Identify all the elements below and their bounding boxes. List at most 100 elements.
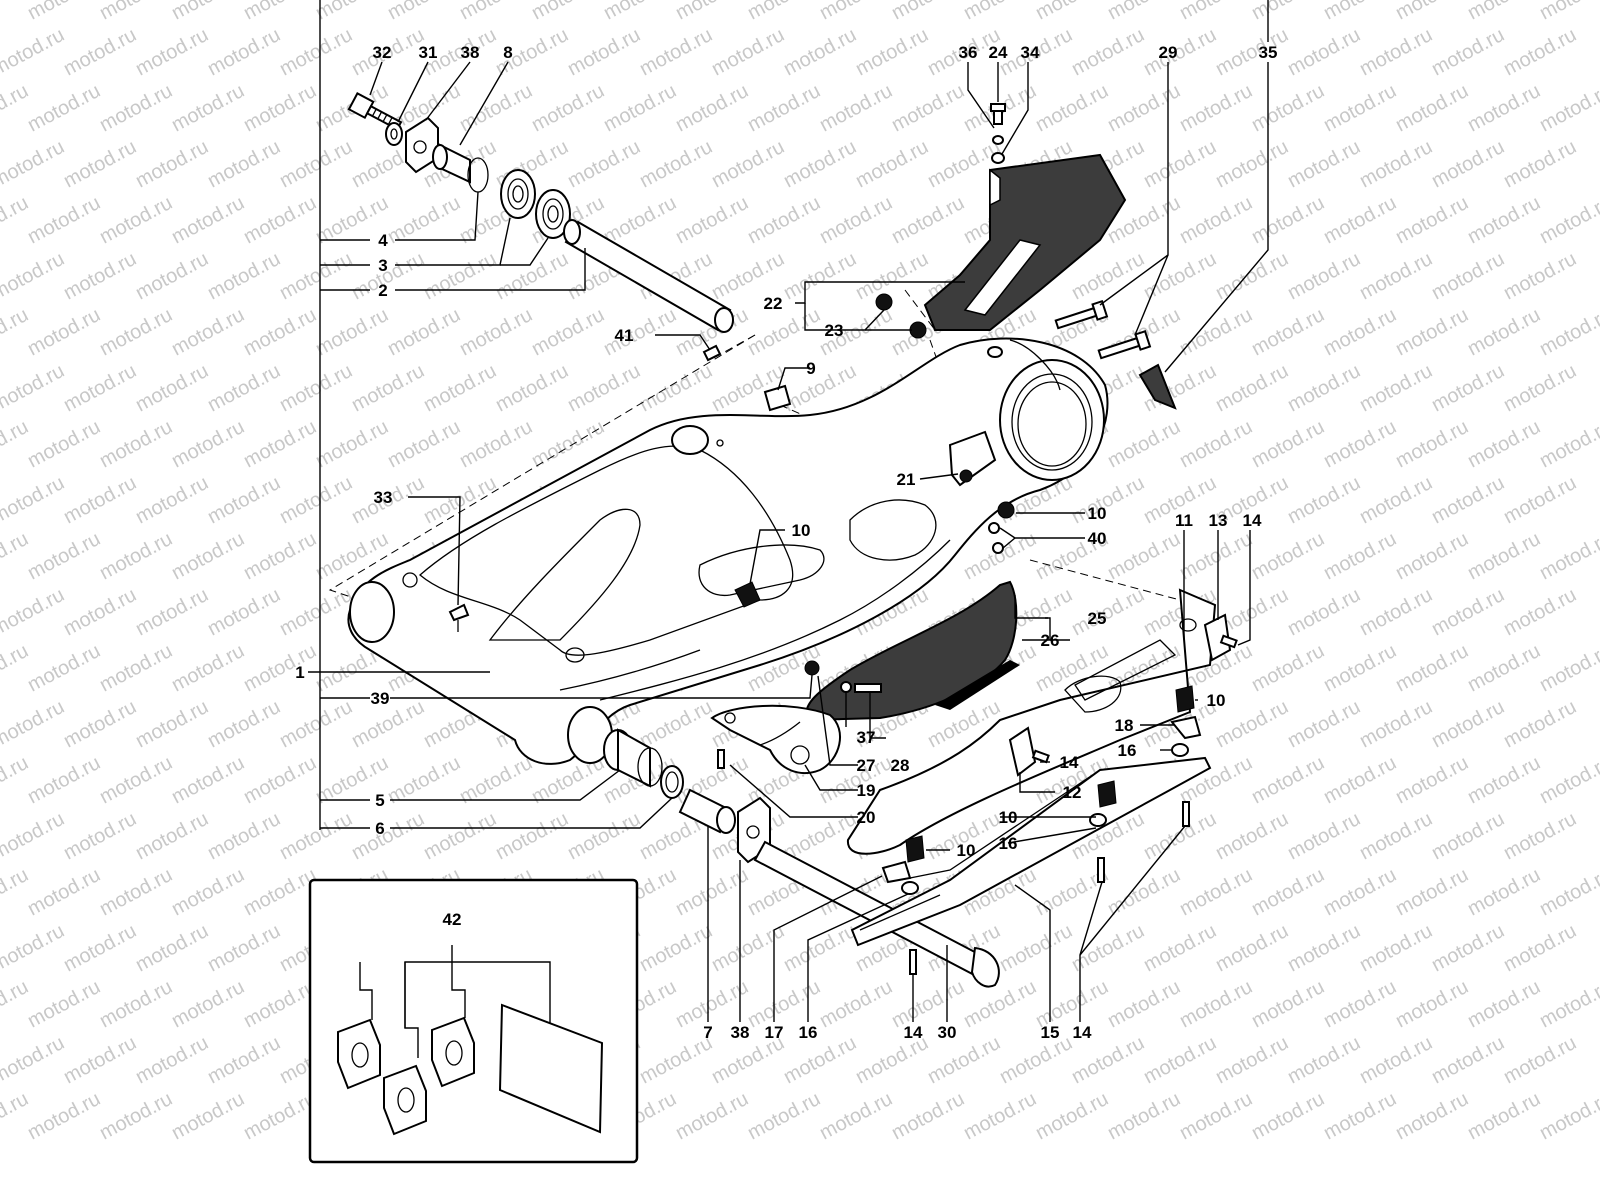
watermark-text: motod.ru <box>636 360 716 416</box>
watermark-text: motod.ru <box>1248 864 1328 920</box>
bracket-lines <box>319 0 1269 830</box>
watermark-text: motod.ru <box>1536 864 1600 920</box>
watermark-text: motod.ru <box>1536 416 1600 472</box>
watermark-text: motod.ru <box>132 1032 212 1088</box>
watermark-text: motod.ru <box>1284 696 1364 752</box>
part-label: 2 <box>378 281 387 300</box>
part-label: 4 <box>378 231 388 250</box>
watermark-text: motod.ru <box>1356 136 1436 192</box>
part-label: 30 <box>938 1023 957 1042</box>
watermark-text: motod.ru <box>1248 192 1328 248</box>
watermark-text: motod.ru <box>1320 416 1400 472</box>
watermark-text: motod.ru <box>276 136 356 192</box>
watermark-text: motod.ru <box>96 80 176 136</box>
watermark-text: motod.ru <box>0 528 32 584</box>
watermark-text: motod.ru <box>1320 864 1400 920</box>
part-label: 29 <box>1159 43 1178 62</box>
watermark-text: motod.ru <box>672 192 752 248</box>
part-label: 10 <box>792 521 811 540</box>
watermark-text: motod.ru <box>600 192 680 248</box>
watermark-text: motod.ru <box>1320 0 1400 24</box>
part-label: 42 <box>443 910 462 929</box>
watermark-text: motod.ru <box>96 864 176 920</box>
watermark-text: motod.ru <box>888 1088 968 1144</box>
watermark-text: motod.ru <box>1392 976 1472 1032</box>
watermark-text: motod.ru <box>240 416 320 472</box>
watermark-text: motod.ru <box>204 920 284 976</box>
watermark-text: motod.ru <box>852 136 932 192</box>
watermark-text: motod.ru <box>1140 920 1220 976</box>
watermark-text: motod.ru <box>1248 976 1328 1032</box>
watermark-text: motod.ru <box>1176 80 1256 136</box>
watermark-text: motod.ru <box>1464 752 1544 808</box>
watermark-text: motod.ru <box>636 920 716 976</box>
watermark-text: motod.ru <box>1212 920 1292 976</box>
watermark-text: motod.ru <box>1248 80 1328 136</box>
watermark-text: motod.ru <box>1536 1088 1600 1144</box>
watermark-text: motod.ru <box>1392 528 1472 584</box>
watermark-text: motod.ru <box>24 1088 104 1144</box>
watermark-text: motod.ru <box>96 304 176 360</box>
watermark-text: motod.ru <box>1320 304 1400 360</box>
watermark-text: motod.ru <box>204 248 284 304</box>
part-label: 27 <box>857 756 876 775</box>
watermark-text: motod.ru <box>780 136 860 192</box>
watermark-text: motod.ru <box>1392 640 1472 696</box>
watermark-text: motod.ru <box>1392 304 1472 360</box>
watermark-text: motod.ru <box>924 1032 1004 1088</box>
watermark-text: motod.ru <box>1212 1032 1292 1088</box>
part-label: 31 <box>419 43 438 62</box>
watermark-text: motod.ru <box>132 360 212 416</box>
watermark-text: motod.ru <box>1356 920 1436 976</box>
part-label: 38 <box>731 1023 750 1042</box>
watermark-text: motod.ru <box>0 1088 32 1144</box>
watermark-text: motod.ru <box>168 976 248 1032</box>
watermark-text: motod.ru <box>1464 640 1544 696</box>
watermark-text: motod.ru <box>1176 0 1256 24</box>
watermark-text: motod.ru <box>1320 976 1400 1032</box>
watermark-text: motod.ru <box>1428 808 1508 864</box>
part-label: 20 <box>857 808 876 827</box>
part-label: 26 <box>1041 631 1060 650</box>
watermark-text: motod.ru <box>1176 864 1256 920</box>
watermark-text: motod.ru <box>60 136 140 192</box>
watermark-text: motod.ru <box>24 192 104 248</box>
watermark-text: motod.ru <box>1356 696 1436 752</box>
watermark-text: motod.ru <box>0 1032 68 1088</box>
watermark-text: motod.ru <box>0 80 32 136</box>
watermark-text: motod.ru <box>600 80 680 136</box>
watermark-text: motod.ru <box>1284 472 1364 528</box>
part-label: 7 <box>703 1023 712 1042</box>
watermark-text: motod.ru <box>744 304 824 360</box>
watermark-text: motod.ru <box>0 584 68 640</box>
chain-guard-lower <box>846 588 1238 975</box>
watermark-text: motod.ru <box>1500 920 1580 976</box>
watermark-text: motod.ru <box>348 248 428 304</box>
watermark-text: motod.ru <box>240 192 320 248</box>
watermark-text: motod.ru <box>240 304 320 360</box>
watermark-text: motod.ru <box>1284 248 1364 304</box>
part-label: 25 <box>1088 609 1107 628</box>
watermark-text: motod.ru <box>0 304 32 360</box>
watermark-text: motod.ru <box>168 192 248 248</box>
watermark-text: motod.ru <box>1428 360 1508 416</box>
watermark-text: motod.ru <box>420 248 500 304</box>
watermark-text: motod.ru <box>132 696 212 752</box>
watermark-text: motod.ru <box>1428 920 1508 976</box>
watermark-text: motod.ru <box>168 1088 248 1144</box>
watermark-text: motod.ru <box>96 976 176 1032</box>
watermark-text: motod.ru <box>744 192 824 248</box>
watermark-text: motod.ru <box>636 696 716 752</box>
watermark-text: motod.ru <box>204 696 284 752</box>
watermark-text: motod.ru <box>1500 24 1580 80</box>
watermark-text: motod.ru <box>60 920 140 976</box>
watermark-text: motod.ru <box>1428 472 1508 528</box>
watermark-text: motod.ru <box>24 752 104 808</box>
watermark-text: motod.ru <box>60 248 140 304</box>
watermark-text: motod.ru <box>348 808 428 864</box>
watermark-text: motod.ru <box>0 136 68 192</box>
watermark-text: motod.ru <box>780 24 860 80</box>
watermark-text: motod.ru <box>600 0 680 24</box>
watermark-text: motod.ru <box>276 472 356 528</box>
watermark-text: motod.ru <box>1428 136 1508 192</box>
